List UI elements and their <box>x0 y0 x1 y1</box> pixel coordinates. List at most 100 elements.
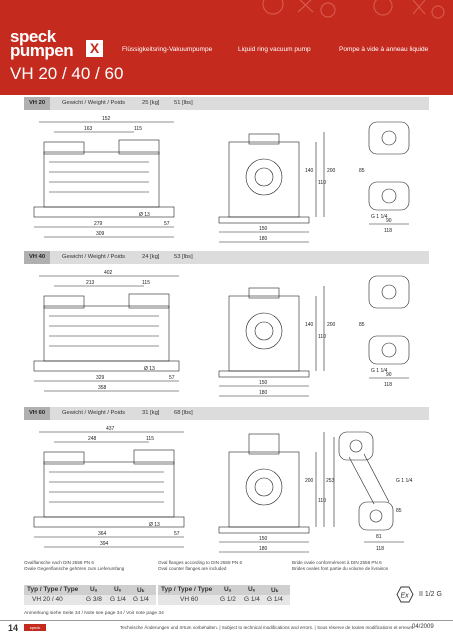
note-line: Bride ovale conformément à DIN 2558 PN 6 <box>292 560 382 565</box>
header-cell: Uₑ <box>114 586 122 593</box>
dim-b2: 309 <box>96 231 105 237</box>
dim-top: 402 <box>104 270 113 276</box>
dim-q: 90 <box>386 218 392 224</box>
note-french: Bride ovale conformément à DIN 2558 PN 6… <box>292 560 388 571</box>
dim-r: 180 <box>259 546 268 552</box>
dim-h3: 140 <box>305 168 314 174</box>
dim-port: G 1 1/4 <box>371 368 388 374</box>
dim-b1: 364 <box>98 531 107 537</box>
brand-logo: speck pumpen X <box>10 27 103 60</box>
table-cell: VH 20 / 40 <box>32 596 63 603</box>
footer-date: 04/2009 <box>412 624 434 630</box>
table-header: Typ / Type / Type Uₐ Uₑ Uₖ <box>158 585 290 595</box>
weight-kg: 25 [kg] <box>142 100 160 106</box>
dim-q: 90 <box>386 372 392 378</box>
dim-port: G 1 1/4 <box>371 214 388 220</box>
weight-kg: 31 [kg] <box>142 410 160 416</box>
weight-label: Gewicht / Weight / Poids <box>62 100 126 106</box>
table-row: VH 20 / 40 G 3/8 G 1/4 G 1/4 <box>24 595 156 605</box>
dim-q3: 85 <box>359 322 365 328</box>
dim-h2: 110 <box>318 334 326 340</box>
header-cell: Typ / Type / Type <box>161 586 213 593</box>
drawing-vh60: 437 248 115 364 394 57 Ø 13 180 150 200 … <box>24 422 429 558</box>
dim-h3: 140 <box>305 322 314 328</box>
note-german: Ovalflansche nach DIN 2558 PN 6 Ovale Ge… <box>24 560 124 571</box>
decorative-circles <box>262 0 445 19</box>
note-line: Oval flanges according to DIN 2558 PN 6 <box>158 560 243 565</box>
dim-b1: 279 <box>94 221 103 227</box>
dim-w2: 115 <box>134 126 142 132</box>
dim-h1: 200 <box>327 168 336 174</box>
model-label: VH 20 <box>24 97 50 110</box>
weight-lbs: 68 [lbs] <box>174 410 193 416</box>
table-cell: G 3/8 <box>86 596 102 603</box>
dim-h2: 110 <box>318 180 326 186</box>
technical-drawing: 402 213 115 329 358 57 Ø 13 180 150 200 … <box>33 270 410 397</box>
model-label: VH 40 <box>24 251 50 264</box>
dim-b3: 57 <box>164 221 170 227</box>
table-header: Typ / Type / Type Uₐ Uₑ Uₖ <box>24 585 156 595</box>
header-cell: Uₐ <box>90 586 98 593</box>
dim-r2: 150 <box>259 536 268 542</box>
technical-drawing: 437 248 115 364 394 57 Ø 13 180 150 200 … <box>33 426 413 553</box>
dim-w1: 248 <box>88 436 97 442</box>
brand-line1: speck <box>10 27 56 46</box>
page-footer: 14 speck Technische Änderungen und Irrtu… <box>0 620 453 640</box>
header-cell: Uₖ <box>271 587 279 594</box>
dim-q3: 85 <box>359 168 365 174</box>
dim-top: 152 <box>102 116 111 122</box>
dim-port: G 1 1/4 <box>396 478 413 484</box>
section-bar-vh40: VH 40 Gewicht / Weight / Poids 24 [kg] 5… <box>24 251 429 264</box>
page-number: 14 <box>8 623 19 633</box>
technical-drawing: 152 163 115 279 309 57 Ø 13 180 150 200 … <box>33 116 410 243</box>
table-cell: G 1/4 <box>133 596 149 603</box>
dim-top: 437 <box>106 426 115 432</box>
dim-q: 81 <box>376 534 382 540</box>
brand-mark: X <box>86 40 103 57</box>
footer-rule <box>0 620 453 621</box>
table-cell: VH 60 <box>180 596 199 603</box>
weight-lbs: 51 [lbs] <box>174 100 193 106</box>
section-bar-vh20: VH 20 Gewicht / Weight / Poids 25 [kg] 5… <box>24 97 429 110</box>
dim-b2: 358 <box>98 385 107 391</box>
ex-hexagon-icon: Ex <box>396 586 414 603</box>
dim-h1: 200 <box>305 478 314 484</box>
section-bar-vh60: VH 60 Gewicht / Weight / Poids 31 [kg] 6… <box>24 407 429 420</box>
dim-w1: 213 <box>86 280 95 286</box>
dim-b3: 57 <box>169 375 175 381</box>
dim-hole: Ø 13 <box>149 522 160 528</box>
table-cell: G 1/4 <box>244 596 260 603</box>
dim-q2: 118 <box>384 228 392 234</box>
table-cell: G 1/4 <box>110 596 126 603</box>
note-line: Oval counter flanges are included <box>158 565 227 571</box>
dim-b2: 394 <box>100 541 109 547</box>
dim-w1: 163 <box>84 126 93 132</box>
dim-q2: 118 <box>376 546 384 552</box>
dim-h1: 200 <box>327 322 336 328</box>
dim-b3: 57 <box>174 531 180 537</box>
note-english: Oval flanges according to DIN 2558 PN 6 … <box>158 560 242 571</box>
dim-r2: 150 <box>259 226 268 232</box>
label-english: Liquid ring vacuum pump <box>238 46 311 53</box>
footer-disclaimer: Technische Änderungen und Irrtum vorbeha… <box>120 625 415 630</box>
dim-r: 180 <box>259 236 268 242</box>
connection-table-right: Typ / Type / Type Uₐ Uₑ Uₖ VH 60 G 1/2 G… <box>158 585 290 605</box>
brand-line2: pumpen <box>10 41 74 60</box>
table-cell: G 1/4 <box>267 596 283 603</box>
header-banner: speck pumpen X Flüssigkeitsring-Vakuumpu… <box>0 0 453 95</box>
drawing-vh20: 152 163 115 279 309 57 Ø 13 180 150 200 … <box>24 112 429 248</box>
dim-hole: Ø 13 <box>144 366 155 372</box>
remark-line: Anmerkung siehe Seite 34 / Note see page… <box>24 611 164 616</box>
header-cell: Typ / Type / Type <box>27 586 79 593</box>
dim-b1: 329 <box>96 375 105 381</box>
weight-label: Gewicht / Weight / Poids <box>62 254 126 260</box>
note-line: Brides ovales font partie du volume de l… <box>292 565 389 571</box>
dim-r2: 150 <box>259 380 268 386</box>
label-french: Pompe à vide à anneau liquide <box>339 46 429 53</box>
svg-text:Ex: Ex <box>401 593 410 600</box>
dim-w2: 115 <box>142 280 150 286</box>
dim-hole: Ø 13 <box>139 212 150 218</box>
connection-table-left: Typ / Type / Type Uₐ Uₑ Uₖ VH 20 / 40 G … <box>24 585 156 605</box>
dim-h3: 110 <box>318 498 326 504</box>
dim-h2: 253 <box>326 478 335 484</box>
